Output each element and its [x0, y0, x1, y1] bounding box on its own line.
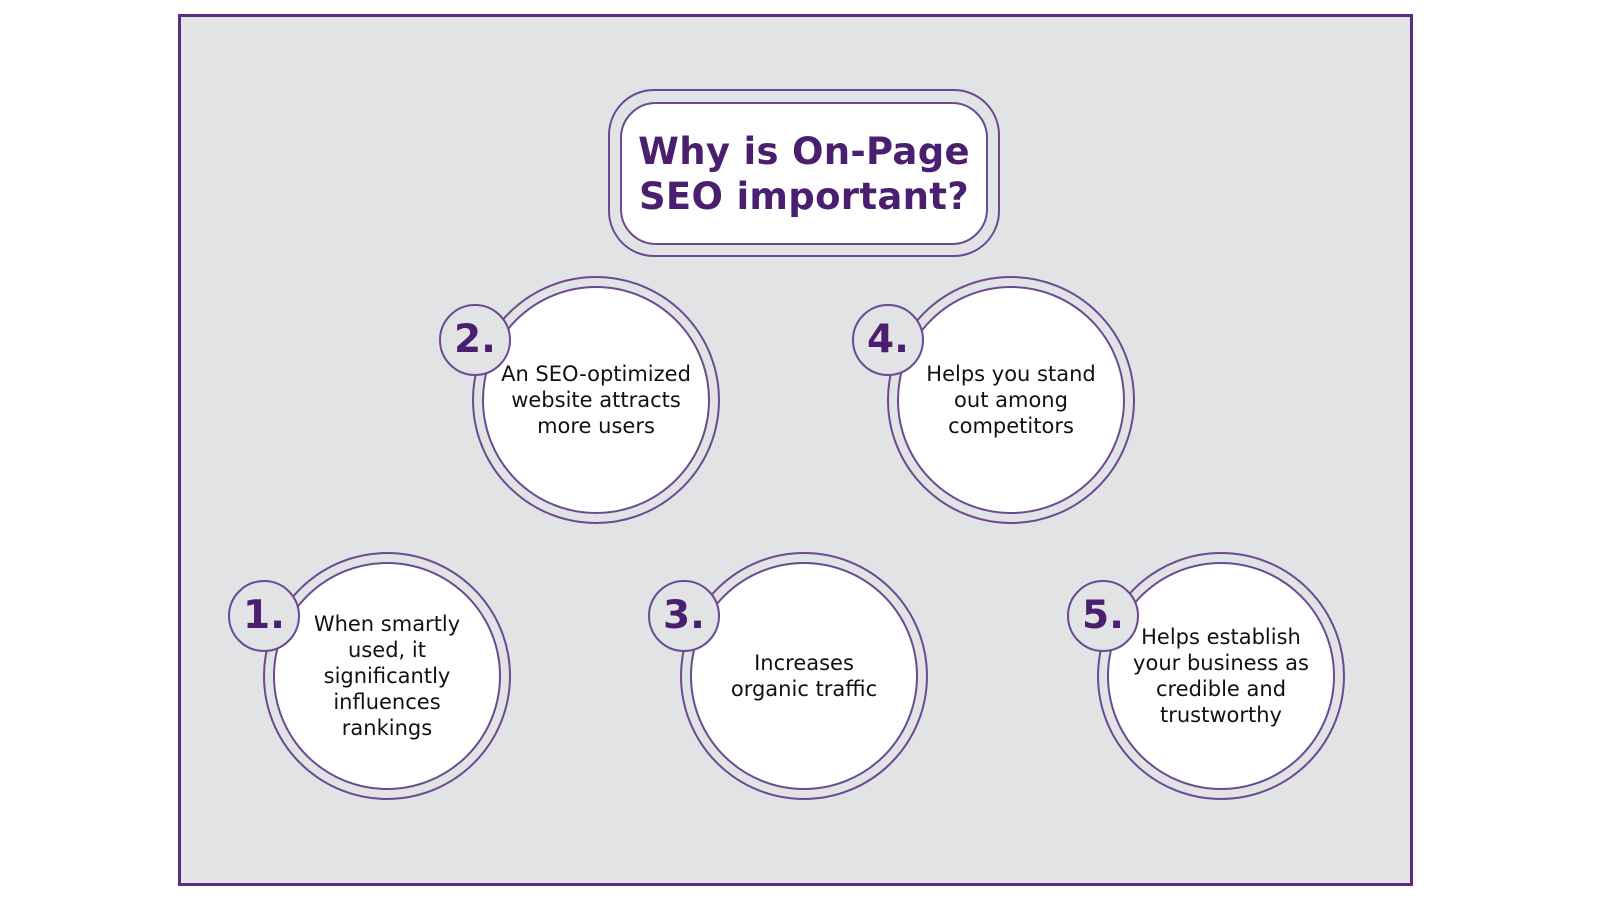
- item-2-number: 2.: [454, 317, 496, 362]
- item-1-number: 1.: [243, 593, 285, 638]
- item-2-text: An SEO-optimized website attracts more u…: [501, 362, 691, 438]
- item-5-circle: Helps establish your business as credibl…: [1107, 562, 1335, 790]
- item-3-circle: Increases organic traffic: [690, 562, 918, 790]
- item-5-number-badge: 5.: [1067, 580, 1139, 652]
- item-3-number: 3.: [663, 593, 705, 638]
- item-1-circle: When smartly used, it significantly infl…: [273, 562, 501, 790]
- item-4-circle: Helps you stand out among competitors: [897, 286, 1125, 514]
- item-3-number-badge: 3.: [648, 580, 720, 652]
- item-4-text: Helps you stand out among competitors: [926, 362, 1096, 438]
- title-box: Why is On-Page SEO important?: [620, 102, 988, 245]
- item-5-text: Helps establish your business as credibl…: [1133, 625, 1309, 727]
- item-5-number: 5.: [1082, 593, 1124, 638]
- item-2-number-badge: 2.: [439, 304, 511, 376]
- item-4-number-badge: 4.: [852, 304, 924, 376]
- item-3-text: Increases organic traffic: [730, 651, 878, 701]
- diagram-title: Why is On-Page SEO important?: [638, 129, 970, 218]
- item-1-text: When smartly used, it significantly infl…: [313, 612, 461, 740]
- item-2-circle: An SEO-optimized website attracts more u…: [482, 286, 710, 514]
- item-4-number: 4.: [867, 317, 909, 362]
- item-1-number-badge: 1.: [228, 580, 300, 652]
